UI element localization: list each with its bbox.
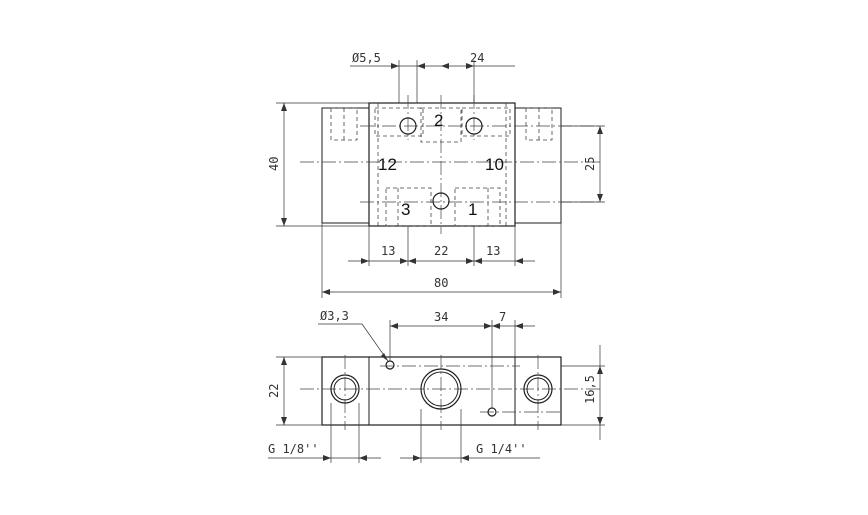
dim-port-spacing: 25	[583, 157, 597, 171]
dim-thread-small: G 1/8''	[268, 442, 319, 456]
dim-mid-22: 22	[434, 244, 448, 258]
port-label-10: 10	[485, 155, 504, 174]
dim-left-13: 13	[381, 244, 395, 258]
top-view: 2 12 10 3 1 Ø5,5 24 40 25	[267, 51, 605, 298]
dim-hole-diameter: Ø5,5	[352, 51, 381, 65]
dim-34: 34	[434, 310, 448, 324]
port-label-2: 2	[434, 111, 443, 130]
dim-overall-length: 80	[434, 276, 448, 290]
dim-right-13: 13	[486, 244, 500, 258]
dim-small-hole-diameter: Ø3,3	[320, 309, 349, 323]
dim-7: 7	[499, 310, 506, 324]
front-view: Ø3,3 34 7 22 16,5 G 1/8''	[267, 309, 605, 463]
top-hole-right	[465, 117, 483, 135]
front-port-center	[420, 368, 462, 410]
dim-top-height: 40	[267, 157, 281, 171]
dim-port-height: 16,5	[583, 375, 597, 404]
top-hole-bottom	[432, 192, 450, 210]
front-body-outline	[321, 356, 562, 426]
port-label-12: 12	[378, 155, 397, 174]
port-label-3: 3	[401, 200, 410, 219]
front-port-left	[330, 374, 360, 404]
front-port-right	[523, 374, 553, 404]
top-left-flange	[321, 107, 370, 224]
front-small-hole-top	[385, 360, 395, 370]
dim-thread-large: G 1/4''	[476, 442, 527, 456]
top-hole-left	[399, 117, 417, 135]
port-label-1: 1	[468, 200, 477, 219]
dim-front-height: 22	[267, 384, 281, 398]
top-right-flange	[514, 107, 562, 224]
dim-hole-spacing: 24	[470, 51, 484, 65]
